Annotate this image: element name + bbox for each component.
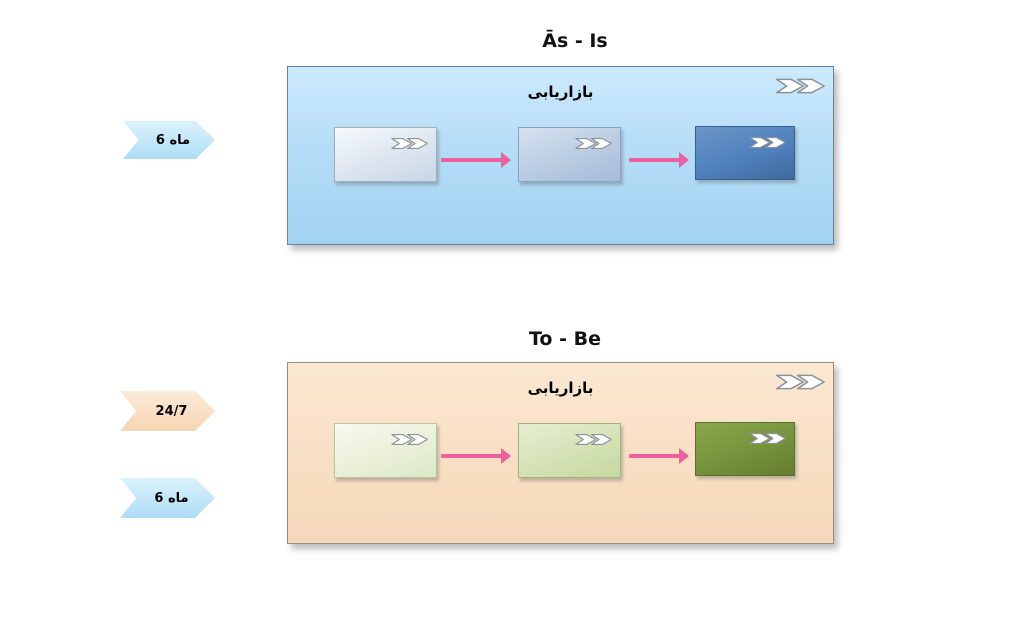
to-be-availability-tag: 24/7 <box>120 391 215 431</box>
to-be-duration-tag: 6 ماه <box>120 478 215 518</box>
as-is-section-title: Ās - Is <box>542 30 608 52</box>
flow-arrow-head <box>501 448 511 464</box>
flow-arrow <box>629 152 689 168</box>
to-be-section-title: To - Be <box>529 328 601 350</box>
flow-arrow-line <box>441 158 502 162</box>
double-arrow-icon <box>391 431 429 448</box>
flow-arrow-line <box>629 158 680 162</box>
flow-arrow-head <box>679 448 689 464</box>
as-is-step-2-box <box>518 127 621 182</box>
double-arrow-icon <box>575 135 613 152</box>
as-is-step-1-box <box>334 127 437 182</box>
flow-arrow-head <box>501 152 511 168</box>
double-arrow-icon <box>775 371 827 393</box>
as-is-step-3-box <box>695 126 795 180</box>
double-arrow-icon <box>749 134 787 151</box>
as-is-duration-label: 6 ماه <box>155 132 191 148</box>
to-be-step-1-box <box>334 423 437 478</box>
flow-arrow-line <box>441 454 502 458</box>
to-be-availability-label: 24/7 <box>155 403 188 419</box>
double-arrow-icon <box>749 430 787 447</box>
to-be-step-2-box <box>518 423 621 478</box>
as-is-duration-tag: 6 ماه <box>123 121 215 159</box>
to-be-panel: بازاریابی <box>287 362 834 544</box>
to-be-step-3-box <box>695 422 795 476</box>
double-arrow-icon <box>575 431 613 448</box>
as-is-panel: بازاریابی <box>287 66 834 245</box>
as-is-panel-label: بازاریابی <box>527 83 594 101</box>
double-arrow-icon <box>391 135 429 152</box>
flow-arrow-line <box>629 454 680 458</box>
double-arrow-icon <box>775 75 827 97</box>
to-be-panel-label: بازاریابی <box>527 379 594 397</box>
flow-arrow <box>629 448 689 464</box>
to-be-duration-label: 6 ماه <box>154 490 189 506</box>
flow-arrow <box>441 448 511 464</box>
flow-arrow-head <box>679 152 689 168</box>
flow-arrow <box>441 152 511 168</box>
